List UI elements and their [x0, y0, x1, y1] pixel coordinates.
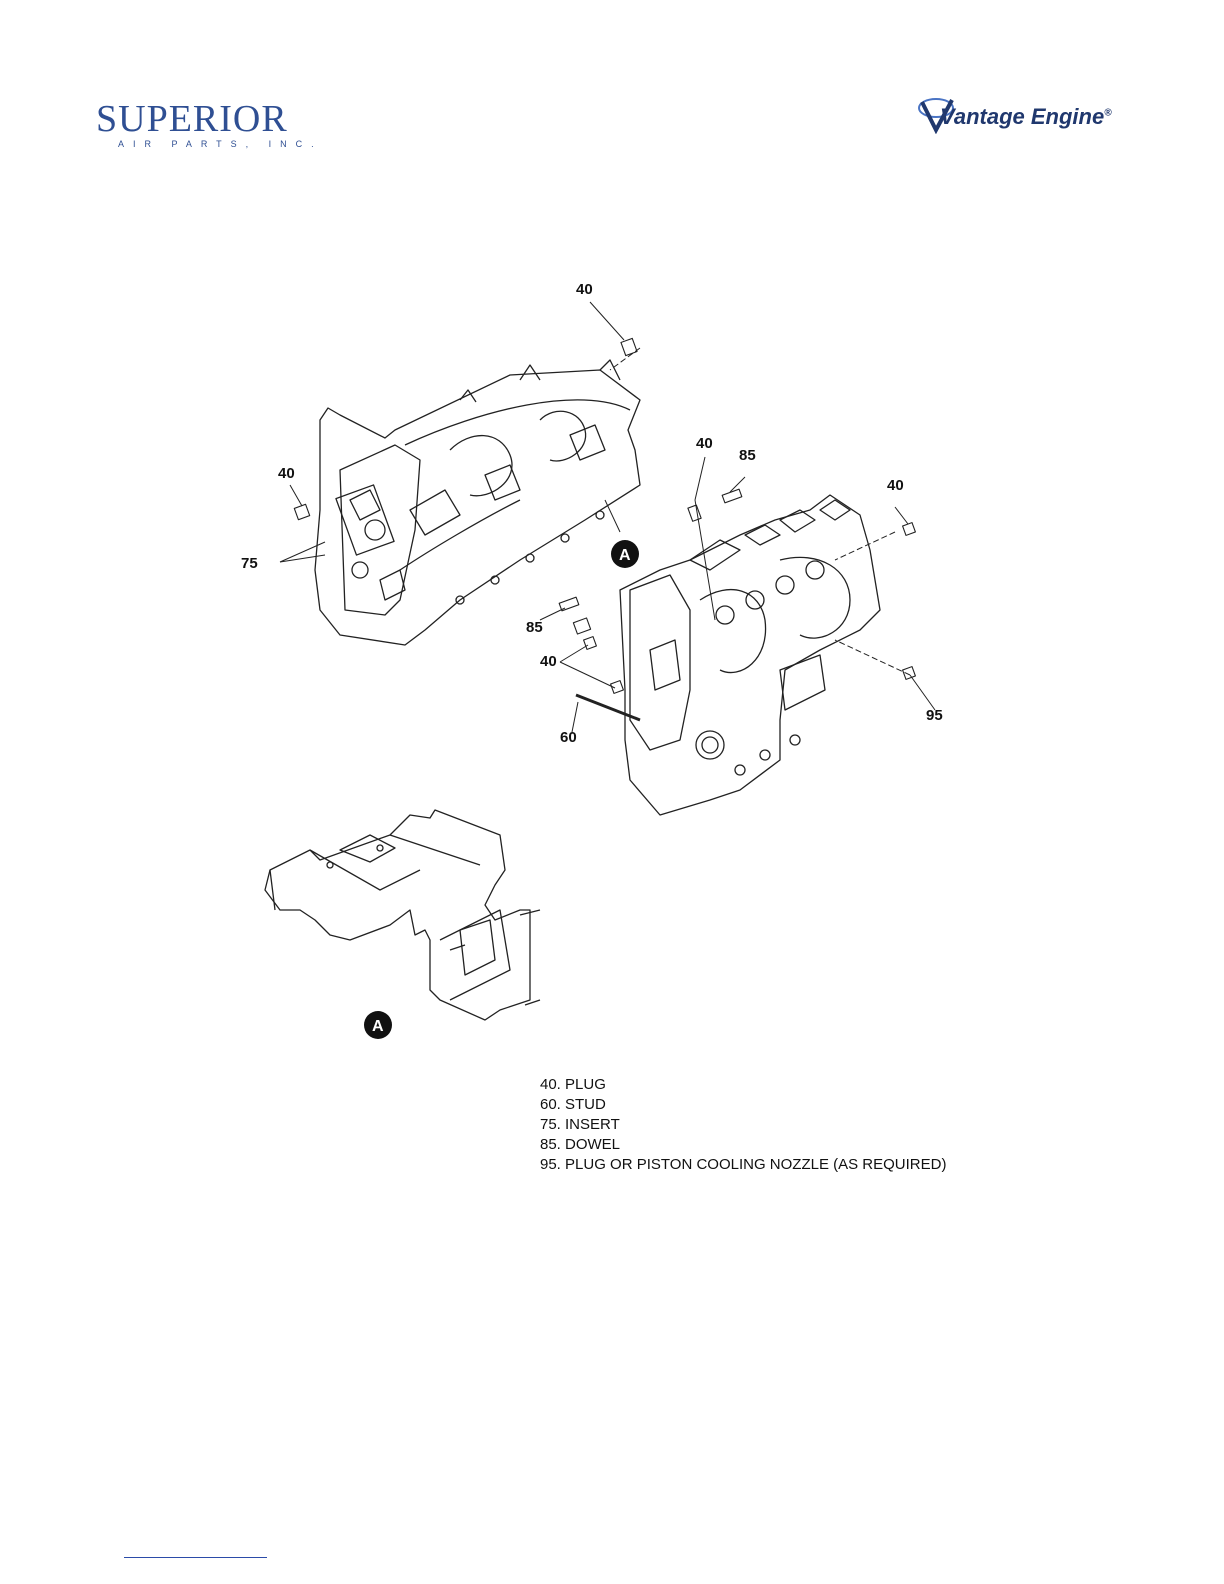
- vantage-logo-text: Vantage Engine: [940, 104, 1104, 129]
- crankcase-left-half: [315, 360, 640, 645]
- superior-logo-subtitle: AIR PARTS, INC.: [118, 138, 323, 150]
- superior-air-parts-logo: SUPERIOR AIR PARTS, INC.: [96, 100, 324, 152]
- plug-40-left: [294, 504, 309, 519]
- plug-40-lower-b: [584, 637, 597, 650]
- hardware-parts: [294, 338, 915, 720]
- callout-plug-40-mid: 40: [696, 435, 713, 452]
- dowel-85-left: [559, 597, 579, 611]
- callout-dowel-85-top: 85: [739, 447, 756, 464]
- callout-nozzle-95: 95: [926, 707, 943, 724]
- crankcase-exploded-diagram: 40 40 75 A 40 85 40 85 40 60 95 A: [220, 270, 1000, 1060]
- legend-item: 40. PLUG: [540, 1075, 946, 1095]
- nozzle-95: [903, 667, 916, 680]
- detail-a-view: [265, 810, 540, 1020]
- vantage-engine-logo: Vantage Engine®: [918, 90, 1128, 142]
- vantage-logo-registered: ®: [1104, 108, 1111, 119]
- detail-a-ref-letter: A: [619, 547, 631, 564]
- callout-plug-40-left: 40: [278, 465, 295, 482]
- parts-legend: 40. PLUG 60. STUD 75. INSERT 85. DOWEL 9…: [540, 1075, 946, 1175]
- legend-item: 95. PLUG OR PISTON COOLING NOZZLE (AS RE…: [540, 1155, 946, 1175]
- callout-insert-75: 75: [241, 555, 258, 572]
- plug-40-right: [903, 523, 916, 536]
- crankcase-right-half: [620, 495, 880, 815]
- footer-rule: [124, 1557, 267, 1558]
- dowel-85-top: [722, 489, 742, 503]
- legend-item: 75. INSERT: [540, 1115, 946, 1135]
- plug-40-lower-a: [573, 618, 590, 634]
- legend-item: 60. STUD: [540, 1095, 946, 1115]
- callout-plug-40-top: 40: [576, 281, 593, 298]
- plug-40-mid: [688, 505, 701, 521]
- vantage-logo-wordmark: Vantage Engine®: [940, 104, 1112, 130]
- callout-plug-40-right: 40: [887, 477, 904, 494]
- callout-stud-60: 60: [560, 729, 577, 746]
- superior-logo-wordmark: SUPERIOR: [96, 100, 288, 138]
- legend-item: 85. DOWEL: [540, 1135, 946, 1155]
- callout-dowel-85-left: 85: [526, 619, 543, 636]
- plug-40-top: [621, 338, 637, 355]
- detail-a-label-letter: A: [372, 1018, 384, 1035]
- callout-leaders: [280, 302, 935, 732]
- callout-plug-40-lower: 40: [540, 653, 557, 670]
